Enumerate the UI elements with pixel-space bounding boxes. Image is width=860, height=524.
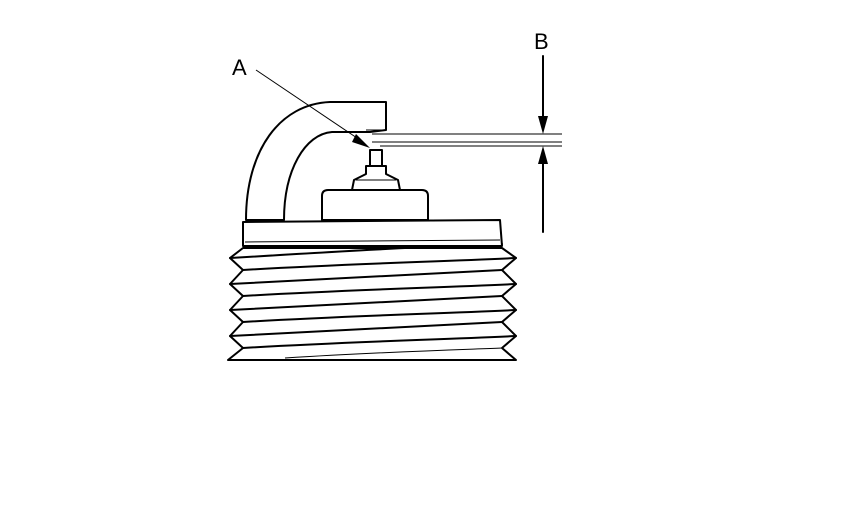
- gap-reference-lines: [372, 133, 562, 147]
- ground-electrode: [245, 101, 387, 221]
- label-a: A: [232, 55, 247, 80]
- insulator: [321, 189, 429, 221]
- leader-arrow-icon: [352, 134, 370, 148]
- shell-top: [242, 219, 503, 247]
- threaded-shell: [227, 243, 517, 361]
- arrow-down-icon: [538, 116, 548, 134]
- gap-dimension-arrows: [538, 55, 548, 233]
- center-electrode: [351, 149, 401, 191]
- leader-a: [255, 69, 370, 148]
- arrow-up-icon: [538, 146, 548, 164]
- label-b: B: [534, 29, 549, 54]
